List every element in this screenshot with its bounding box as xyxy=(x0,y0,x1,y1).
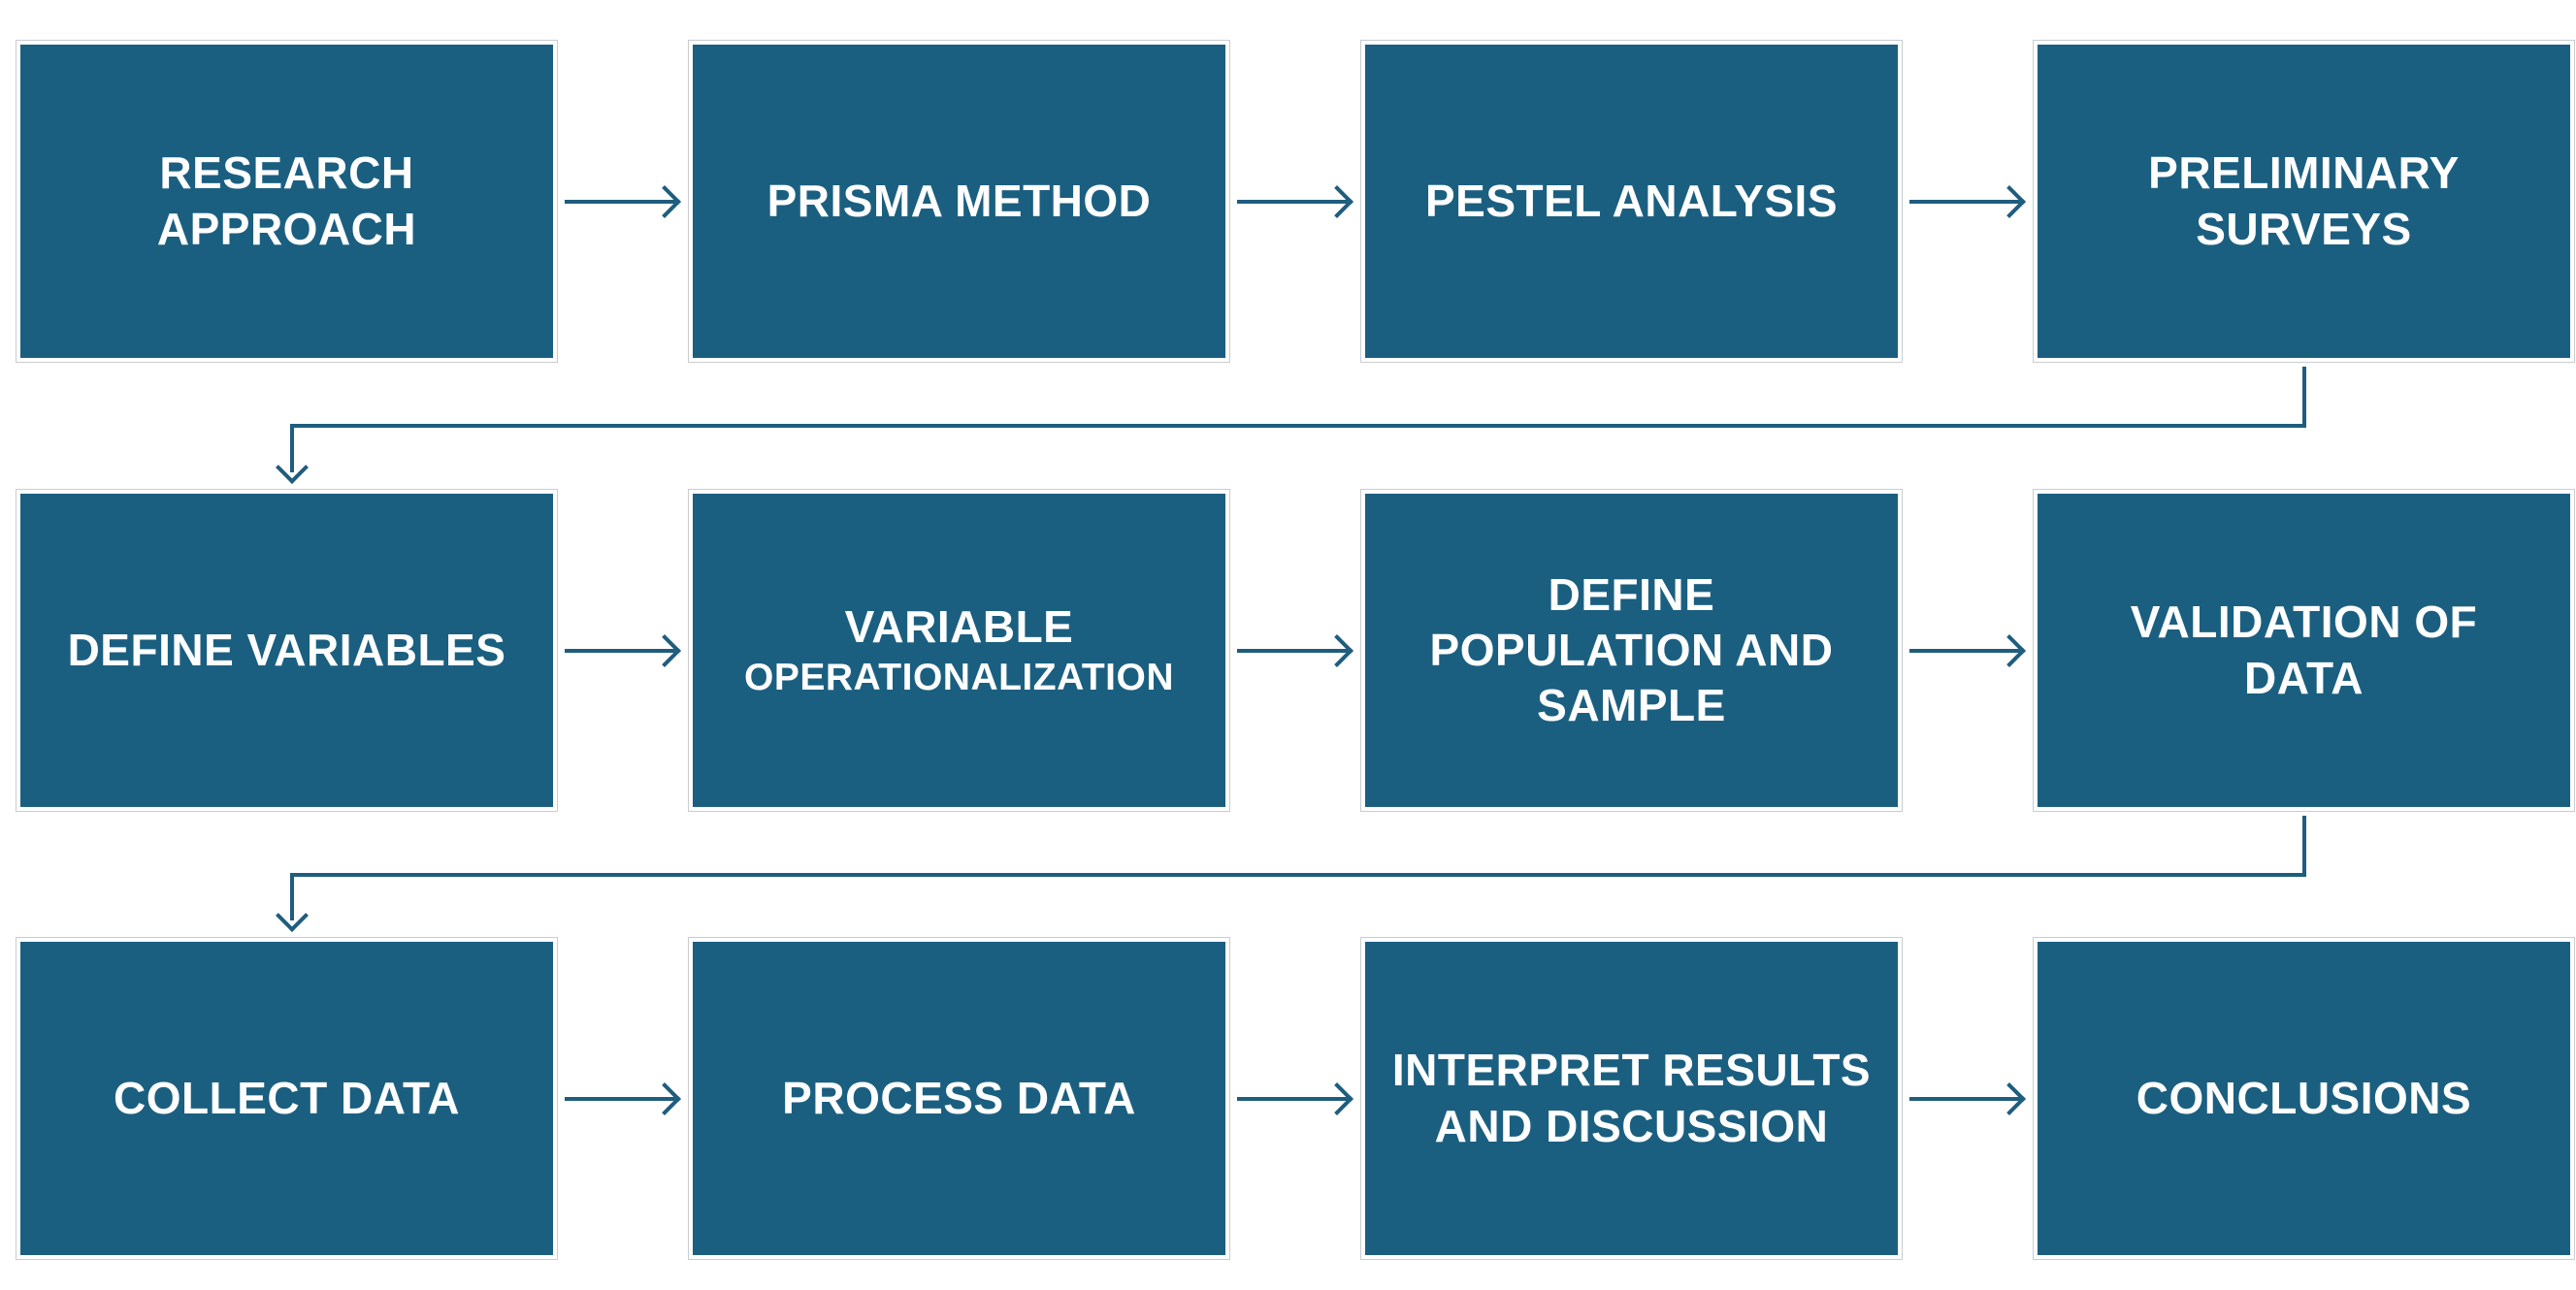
flow-box-label-conclusions: CONCLUSIONS xyxy=(2136,1072,2472,1123)
flow-box-label-interpret-results-and-discussion: INTERPRET RESULTS AND DISCUSSION xyxy=(1391,1045,1872,1151)
flow-box-research-approach: RESEARCH APPROACH xyxy=(16,40,558,363)
flow-box-label-define-population-and-sample: DEFINE POPULATION AND SAMPLE xyxy=(1429,568,1834,731)
arrowhead-define-variables-to-variable-operationalization xyxy=(648,633,681,667)
elbow-segment-across-validation-of-data xyxy=(289,873,2306,877)
flow-box-conclusions: CONCLUSIONS xyxy=(2033,937,2575,1260)
arrowhead-define-population-and-sample-to-validation-of-data xyxy=(1993,633,2026,667)
flow-box-label-preliminary-surveys: PRELIMINARY SURVEYS xyxy=(2148,147,2460,254)
flow-box-label-line: OPERATIONALIZATION xyxy=(743,656,1175,698)
flow-box-preliminary-surveys: PRELIMINARY SURVEYS xyxy=(2033,40,2575,363)
arrowhead-process-data-to-interpret-results-and-discussion xyxy=(1321,1081,1353,1115)
flow-box-define-variables: DEFINE VARIABLES xyxy=(16,489,558,812)
arrow-line-pestel-analysis-to-preliminary-surveys xyxy=(1909,199,2020,204)
arrow-line-collect-data-to-process-data xyxy=(565,1096,675,1101)
flow-box-label-process-data: PROCESS DATA xyxy=(782,1072,1136,1123)
arrowhead-prisma-method-to-pestel-analysis xyxy=(1321,184,1353,218)
flow-box-label-line: VARIABLE xyxy=(844,600,1074,652)
arrow-line-prisma-method-to-pestel-analysis xyxy=(1237,199,1348,204)
flow-box-label-pestel-analysis: PESTEL ANALYSIS xyxy=(1424,175,1839,226)
flow-box-interpret-results-and-discussion: INTERPRET RESULTS AND DISCUSSION xyxy=(1360,937,1903,1260)
arrowhead-preliminary-surveys-to-define-variables xyxy=(275,451,309,484)
arrow-line-variable-operationalization-to-define-population-and-sample xyxy=(1237,648,1348,653)
flow-box-label-research-approach: RESEARCH APPROACH xyxy=(156,147,417,254)
arrow-line-define-variables-to-variable-operationalization xyxy=(565,648,675,653)
flow-box-process-data: PROCESS DATA xyxy=(688,937,1230,1260)
flow-box-prisma-method: PRISMA METHOD xyxy=(688,40,1230,363)
arrow-line-process-data-to-interpret-results-and-discussion xyxy=(1237,1096,1348,1101)
arrowhead-research-approach-to-prisma-method xyxy=(648,184,681,218)
flow-box-label-validation-of-data: VALIDATION OF DATA xyxy=(2130,597,2478,703)
flow-box-collect-data: COLLECT DATA xyxy=(16,937,558,1260)
arrow-line-research-approach-to-prisma-method xyxy=(565,199,675,204)
elbow-segment-across-preliminary-surveys xyxy=(289,424,2306,428)
arrowhead-interpret-results-and-discussion-to-conclusions xyxy=(1993,1081,2026,1115)
flow-box-label-define-variables: DEFINE VARIABLES xyxy=(67,624,506,675)
arrowhead-collect-data-to-process-data xyxy=(648,1081,681,1115)
flow-box-validation-of-data: VALIDATION OF DATA xyxy=(2033,489,2575,812)
arrow-line-interpret-results-and-discussion-to-conclusions xyxy=(1909,1096,2020,1101)
elbow-segment-drop-collect-data xyxy=(289,873,294,920)
elbow-segment-down-validation-of-data xyxy=(2301,816,2306,877)
elbow-segment-down-preliminary-surveys xyxy=(2301,367,2306,428)
elbow-segment-drop-define-variables xyxy=(289,424,294,472)
flow-box-define-population-and-sample: DEFINE POPULATION AND SAMPLE xyxy=(1360,489,1903,812)
arrow-line-define-population-and-sample-to-validation-of-data xyxy=(1909,648,2020,653)
arrowhead-validation-of-data-to-collect-data xyxy=(275,899,309,932)
arrowhead-pestel-analysis-to-preliminary-surveys xyxy=(1993,184,2026,218)
flow-box-label-collect-data: COLLECT DATA xyxy=(114,1072,460,1123)
arrowhead-variable-operationalization-to-define-population-and-sample xyxy=(1321,633,1353,667)
flow-box-pestel-analysis: PESTEL ANALYSIS xyxy=(1360,40,1903,363)
flow-box-label-prisma-method: PRISMA METHOD xyxy=(766,175,1152,226)
